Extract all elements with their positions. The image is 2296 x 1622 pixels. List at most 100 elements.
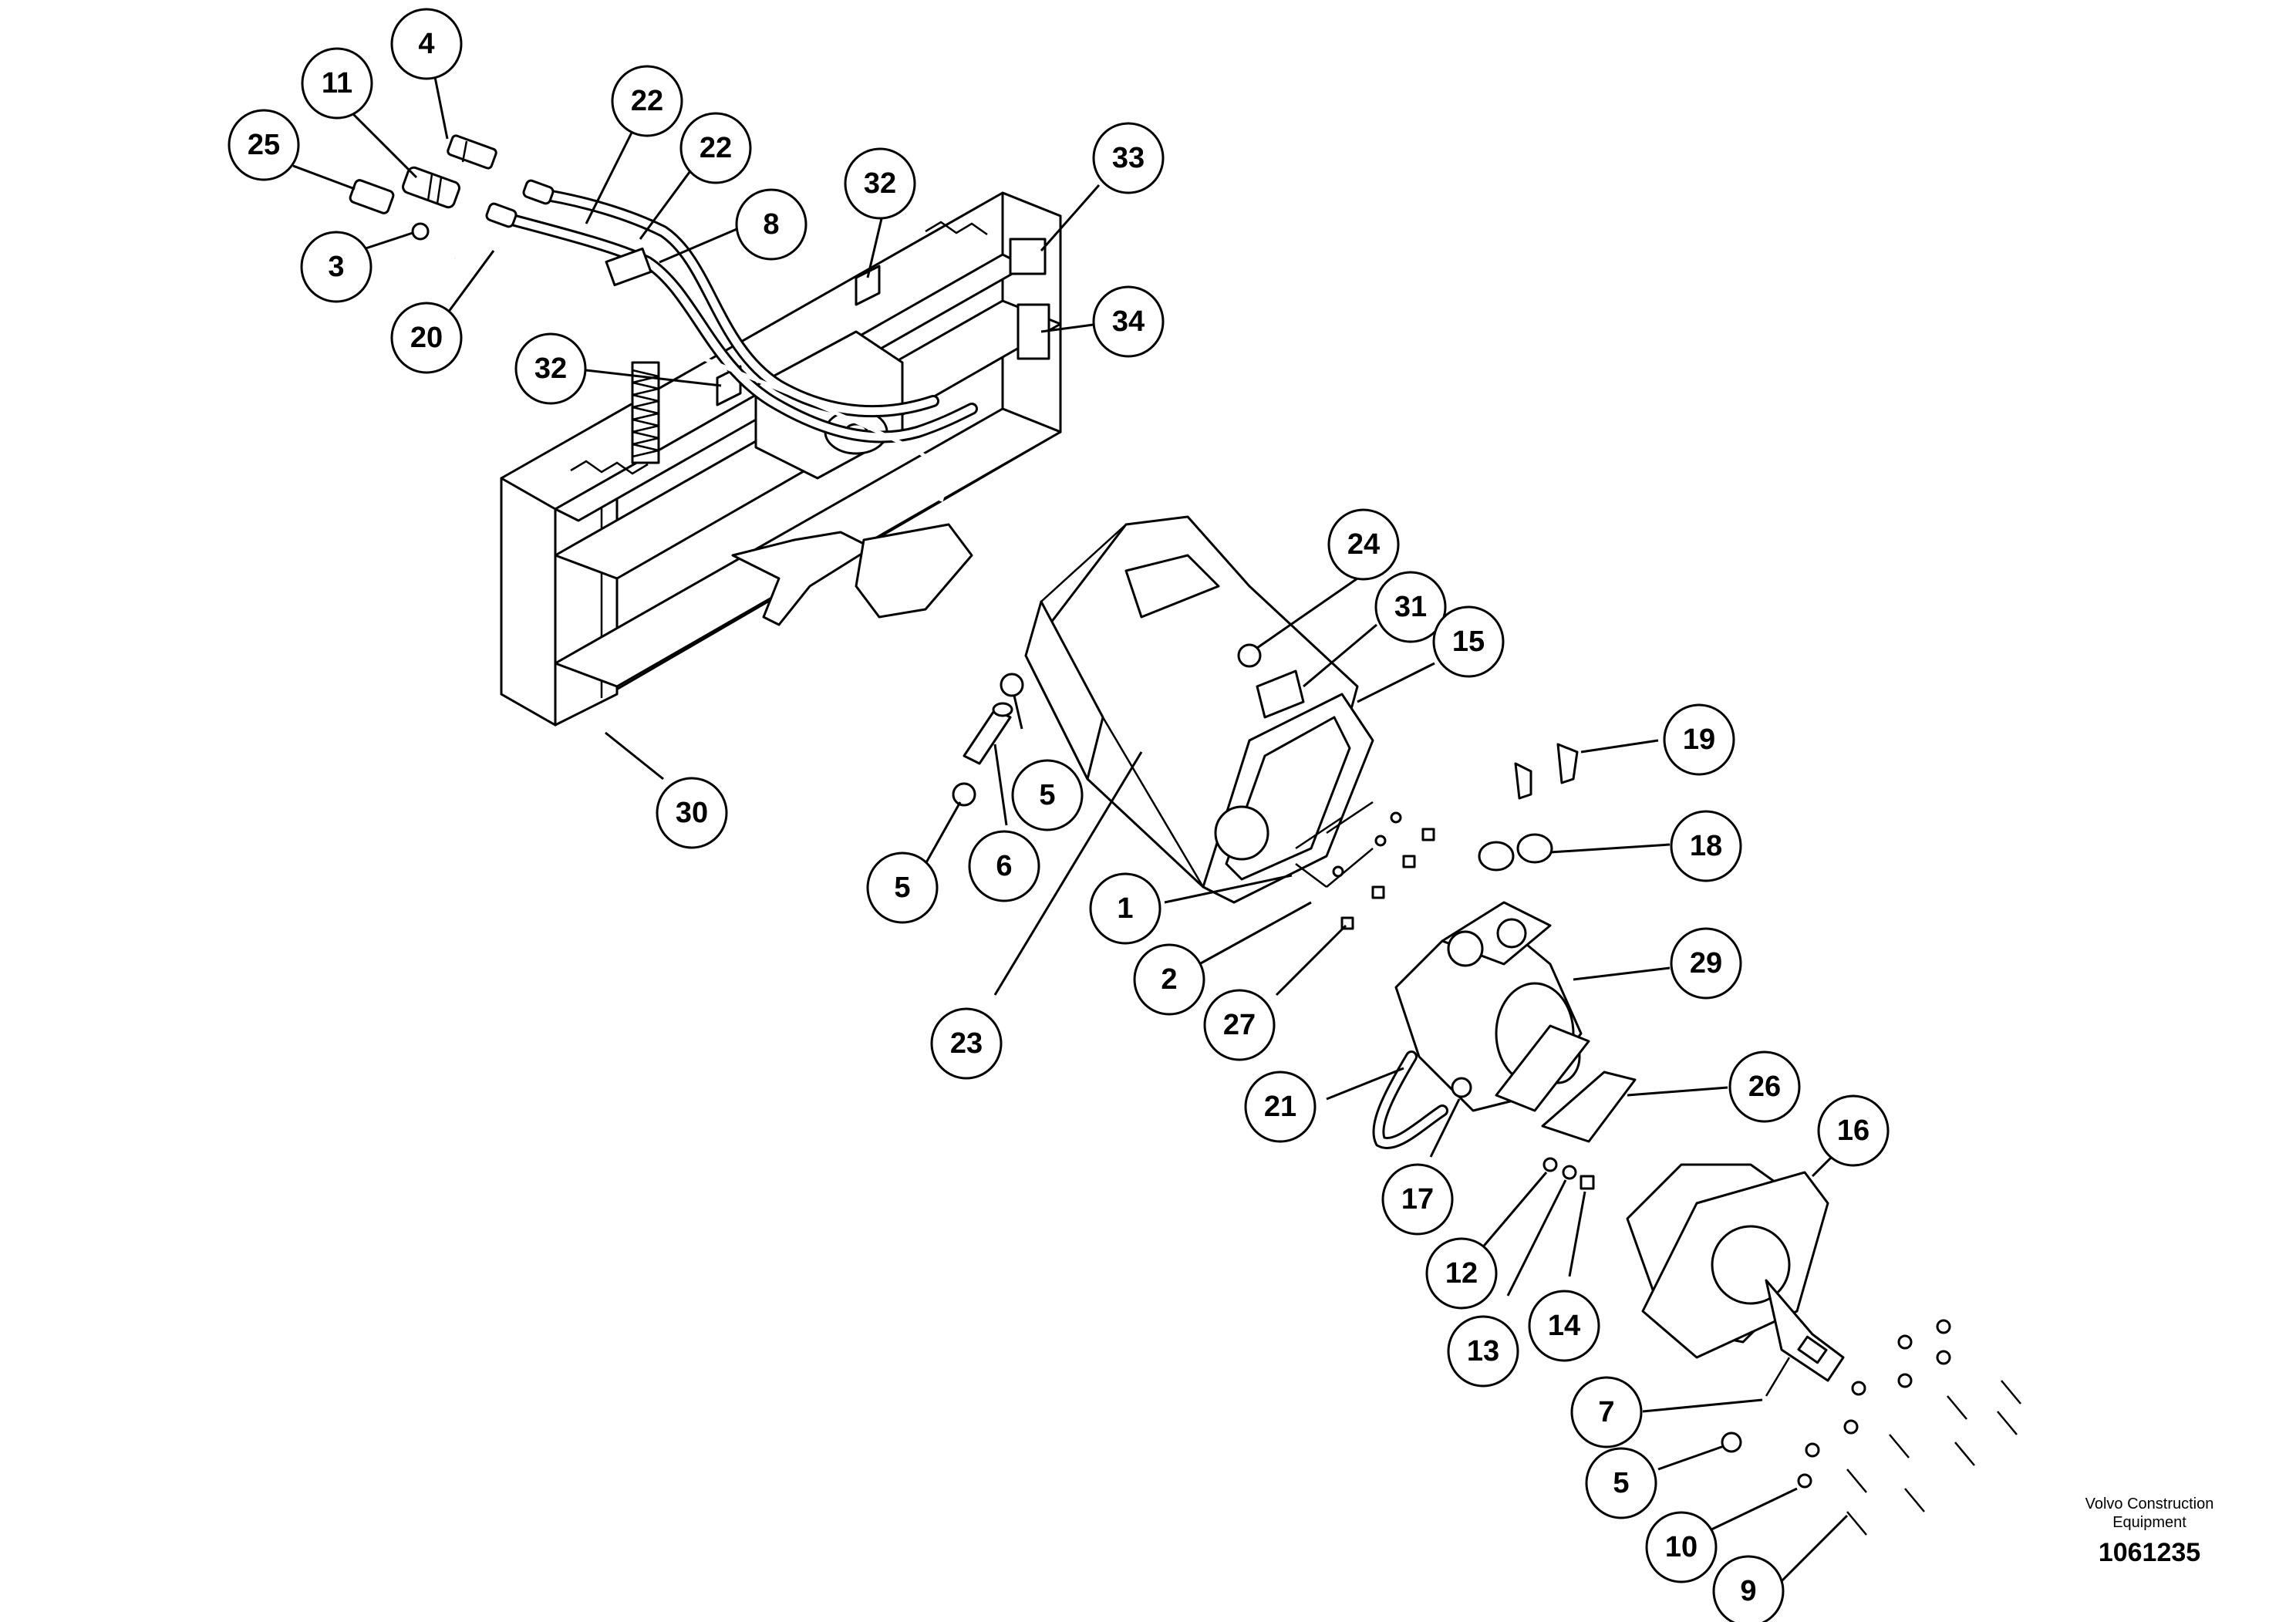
svg-text:9: 9 bbox=[1740, 1575, 1756, 1607]
callout-29: 29 bbox=[1670, 927, 1742, 1000]
callout-3: 3 bbox=[300, 231, 373, 303]
callout-5c: 5 bbox=[1585, 1447, 1657, 1519]
manufacturer-label: Volvo Construction Equipment bbox=[2085, 1496, 2214, 1531]
svg-text:5: 5 bbox=[1039, 779, 1055, 811]
svg-text:34: 34 bbox=[1112, 305, 1145, 338]
callout-5b: 5 bbox=[866, 851, 939, 924]
callout-32a: 32 bbox=[844, 147, 916, 220]
callout-2: 2 bbox=[1133, 943, 1205, 1016]
plug-24 bbox=[1237, 643, 1262, 668]
callout-18: 18 bbox=[1670, 810, 1742, 882]
svg-text:11: 11 bbox=[322, 67, 352, 99]
callout-26: 26 bbox=[1728, 1050, 1801, 1123]
svg-text:12: 12 bbox=[1445, 1257, 1478, 1290]
svg-text:30: 30 bbox=[676, 797, 708, 829]
plugs-12-13-14 bbox=[1542, 1157, 1595, 1190]
callout-24: 24 bbox=[1327, 508, 1400, 581]
callout-25: 25 bbox=[228, 109, 300, 181]
svg-text:13: 13 bbox=[1467, 1335, 1499, 1367]
callout-21: 21 bbox=[1244, 1071, 1317, 1143]
callout-10: 10 bbox=[1645, 1511, 1718, 1583]
hose-clamp-8 bbox=[605, 247, 652, 287]
callout-32b: 32 bbox=[514, 332, 587, 405]
bolts-9 bbox=[1846, 1380, 2021, 1536]
callout-6: 6 bbox=[968, 830, 1040, 902]
svg-text:29: 29 bbox=[1690, 947, 1722, 980]
pin-7 bbox=[1765, 1357, 1791, 1397]
callout-8: 8 bbox=[735, 188, 807, 261]
svg-text:27: 27 bbox=[1223, 1009, 1256, 1041]
svg-text:4: 4 bbox=[418, 28, 434, 60]
tab-32-upper bbox=[855, 265, 881, 306]
callout-31: 31 bbox=[1374, 571, 1447, 643]
hoses bbox=[454, 187, 978, 502]
svg-text:1: 1 bbox=[1117, 892, 1133, 925]
svg-text:22: 22 bbox=[700, 132, 732, 164]
callout-1: 1 bbox=[1089, 872, 1161, 945]
callout-30: 30 bbox=[656, 777, 728, 849]
callout-23: 23 bbox=[930, 1007, 1003, 1080]
svg-text:5: 5 bbox=[1613, 1467, 1629, 1499]
decal-31 bbox=[1256, 669, 1305, 719]
callout-13: 13 bbox=[1447, 1315, 1519, 1388]
callout-16: 16 bbox=[1817, 1094, 1890, 1167]
callout-22a: 22 bbox=[611, 65, 683, 137]
svg-text:23: 23 bbox=[950, 1027, 983, 1060]
svg-text:33: 33 bbox=[1112, 142, 1145, 174]
gearbox-16 bbox=[1626, 1163, 1845, 1382]
svg-text:7: 7 bbox=[1598, 1396, 1614, 1428]
svg-text:15: 15 bbox=[1452, 626, 1485, 658]
elbow-fittings-19 bbox=[1514, 743, 1579, 800]
gasket-26 bbox=[1541, 1071, 1637, 1143]
callout-11: 11 bbox=[301, 47, 373, 120]
svg-text:6: 6 bbox=[996, 850, 1012, 882]
callout-7: 7 bbox=[1570, 1376, 1643, 1448]
svg-text:26: 26 bbox=[1748, 1071, 1781, 1103]
svg-text:20: 20 bbox=[410, 322, 443, 354]
washers-2-nuts-27 bbox=[1332, 811, 1435, 930]
svg-text:14: 14 bbox=[1548, 1310, 1580, 1342]
svg-text:5: 5 bbox=[894, 872, 910, 904]
mounting-frame bbox=[500, 191, 1062, 727]
callout-15: 15 bbox=[1432, 605, 1505, 678]
svg-text:2: 2 bbox=[1161, 963, 1177, 996]
motor-housing bbox=[1024, 515, 1374, 904]
coupling-11 bbox=[402, 166, 460, 209]
callout-14: 14 bbox=[1528, 1290, 1600, 1362]
callout-34: 34 bbox=[1092, 285, 1165, 358]
pin-6 bbox=[963, 702, 1013, 765]
callout-27: 27 bbox=[1203, 989, 1276, 1061]
callout-33: 33 bbox=[1092, 122, 1165, 194]
leader-lines bbox=[292, 61, 1853, 1583]
decal-33 bbox=[1009, 238, 1047, 275]
washers-10 bbox=[1797, 1319, 1951, 1489]
fitting-3 bbox=[411, 222, 430, 241]
callout-5a: 5 bbox=[1011, 759, 1084, 831]
credit-block: Volvo Construction Equipment 1061235 bbox=[2072, 1495, 2227, 1568]
clip-5-upper bbox=[1000, 673, 1024, 697]
callout-9: 9 bbox=[1712, 1555, 1785, 1622]
svg-text:21: 21 bbox=[1264, 1091, 1296, 1123]
hydraulic-motor-29 bbox=[1394, 901, 1590, 1112]
adapters-18 bbox=[1478, 833, 1553, 872]
svg-text:22: 22 bbox=[631, 85, 663, 117]
callout-19: 19 bbox=[1663, 703, 1735, 776]
svg-text:25: 25 bbox=[248, 129, 280, 161]
hose-end-fittings bbox=[485, 179, 555, 228]
svg-text:32: 32 bbox=[864, 167, 896, 200]
spring bbox=[631, 361, 660, 464]
callout-20: 20 bbox=[390, 302, 463, 374]
fitting-17 bbox=[1451, 1077, 1472, 1098]
svg-text:8: 8 bbox=[763, 208, 779, 241]
svg-text:31: 31 bbox=[1394, 591, 1427, 623]
callout-12: 12 bbox=[1425, 1237, 1498, 1310]
cap-25 bbox=[349, 179, 395, 214]
callout-17: 17 bbox=[1381, 1163, 1454, 1236]
clip-5-gearbox bbox=[1721, 1431, 1742, 1453]
svg-text:24: 24 bbox=[1347, 528, 1380, 561]
svg-text:17: 17 bbox=[1401, 1183, 1434, 1216]
bolts-1 bbox=[1295, 801, 1374, 888]
callout-4: 4 bbox=[390, 8, 463, 80]
clip-5-lower bbox=[952, 782, 976, 807]
